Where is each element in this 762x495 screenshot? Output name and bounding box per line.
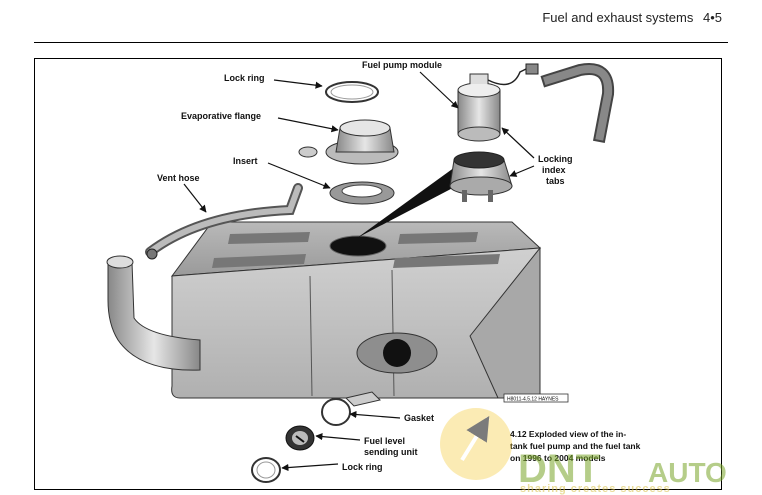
watermark-brand-right: AUTO (648, 457, 727, 488)
ref-code: H8011-4.5.12 HAYNES (507, 397, 559, 403)
label-lock-ring-top: Lock ring (224, 73, 265, 83)
header-rule (34, 42, 728, 43)
label-tabs: tabs (546, 176, 565, 186)
caption-line-1: 4.12 Exploded view of the in- (510, 429, 626, 439)
label-index: index (542, 165, 566, 175)
running-header: Fuel and exhaust systems 4•5 (542, 10, 722, 25)
lock-ring-bottom (251, 457, 281, 483)
label-insert: Insert (233, 156, 258, 166)
vent-hose (145, 183, 303, 260)
header-title: Fuel and exhaust systems (542, 10, 694, 25)
evaporative-flange (298, 119, 399, 165)
figure-frame (34, 58, 722, 490)
insert-ring (329, 181, 395, 205)
label-sending-unit: sending unit (364, 447, 418, 457)
label-fuel-level: Fuel level (364, 436, 405, 446)
label-lock-ring-bottom: Lock ring (342, 462, 383, 472)
watermark-logo: DNT AUTO sharing creates success (440, 408, 727, 495)
label-fuel-pump-module: Fuel pump module (362, 60, 442, 70)
locking-index-tabs-ring (449, 151, 513, 202)
label-evaporative-flange: Evaporative flange (181, 111, 261, 121)
watermark-brand-left: DNT (518, 447, 600, 491)
filler-neck (106, 255, 201, 371)
watermark-tagline: sharing creates success (520, 483, 671, 495)
fuel-pump-module (457, 63, 539, 142)
fuel-level-sending-unit (285, 425, 315, 451)
label-gasket: Gasket (404, 413, 434, 423)
ref-code-box (503, 393, 569, 403)
header-page-number: 4•5 (702, 10, 722, 25)
label-locking: Locking (538, 154, 573, 164)
label-vent-hose: Vent hose (157, 173, 200, 183)
lock-ring-top (325, 81, 379, 103)
caption-line-2: tank fuel pump and the fuel tank (510, 441, 641, 451)
pump-hose (540, 63, 615, 144)
fuel-tank (170, 162, 542, 399)
leader-lines (183, 71, 535, 472)
caption-line-3: on 1996 to 2004 models (510, 453, 606, 463)
